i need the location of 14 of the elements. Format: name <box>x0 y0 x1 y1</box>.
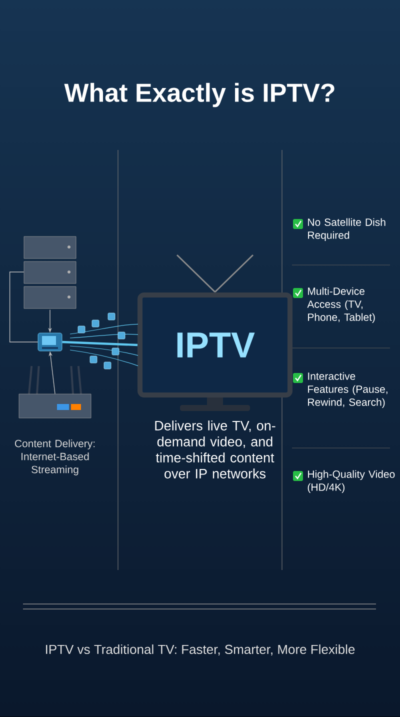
caption: IPTV vs Traditional TV: Faster, Smarter, More Flexible <box>46 644 355 656</box>
router-drawing <box>18 366 92 418</box>
feature-text: No Satellite Dish Required <box>308 218 386 241</box>
description: Content Delivery: Internet-Based Streaming <box>14 440 95 476</box>
set-top-box-drawing <box>38 332 62 352</box>
server-drawing <box>24 236 76 309</box>
description: Delivers live TV, on-demand video, and time-shifted content over IP networks <box>155 420 276 478</box>
connector-line <box>9 272 38 342</box>
title: What Exactly is IPTV? <box>64 82 334 108</box>
connector-line <box>62 340 138 346</box>
tv-drawing: IPTV <box>138 254 292 411</box>
feature-text: Interactive Features (Pause, Rewind, Search) <box>308 372 388 408</box>
feature-text: High-Quality Video (HD/4K) <box>308 470 395 493</box>
feature-text: Multi-Device Access (TV, Phone, Tablet) <box>307 287 375 323</box>
